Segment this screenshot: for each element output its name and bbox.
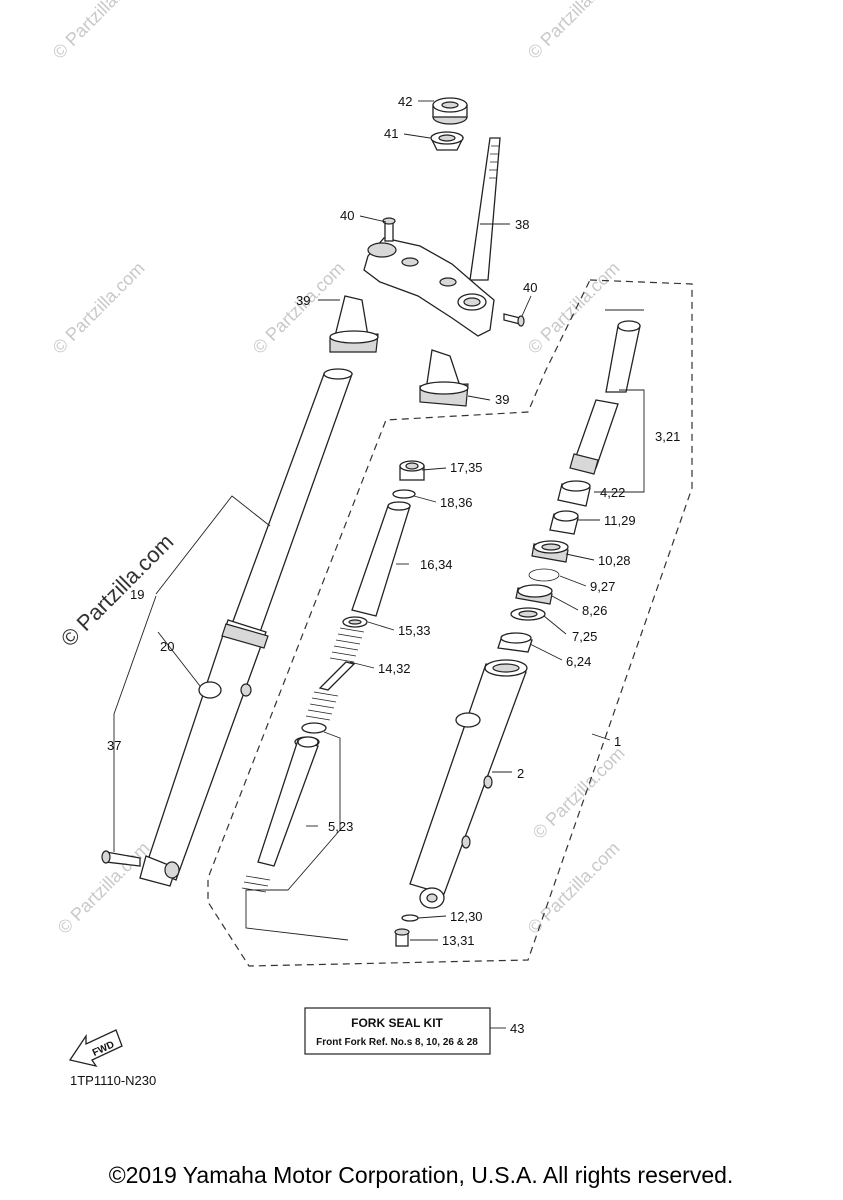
part-40-bolt-side bbox=[503, 313, 525, 327]
part-37-bolt bbox=[101, 850, 141, 867]
kit-frame bbox=[304, 1007, 491, 1055]
watermark-main: © Partzilla.com bbox=[56, 529, 179, 652]
callout-labels: 42 41 40 38 40 39 39 17,35 18,36 3,21 4,… bbox=[107, 94, 680, 1036]
watermark-top-right: © Partzilla.com bbox=[524, 0, 624, 63]
callout-38: 38 bbox=[515, 217, 529, 232]
part-3-21-inner-tube bbox=[569, 320, 641, 475]
callout-6-24: 6,24 bbox=[566, 654, 591, 669]
fork-seal-kit-box: FORK SEAL KIT Front Fork Ref. No.s 8, 10… bbox=[304, 1007, 491, 1055]
callout-13-31: 13,31 bbox=[442, 933, 475, 948]
part-2-outer-tube bbox=[409, 659, 528, 909]
callout-40-side: 40 bbox=[523, 280, 537, 295]
callout-20: 20 bbox=[160, 639, 174, 654]
part-38-steering-stem bbox=[469, 137, 501, 281]
callout-1: 1 bbox=[614, 734, 621, 749]
part-10-28-oil-seal bbox=[531, 540, 569, 563]
kit-title: FORK SEAL KIT bbox=[351, 1016, 443, 1030]
watermark-top-left: © Partzilla.com bbox=[49, 0, 149, 63]
watermark-mid-right: © Partzilla.com bbox=[524, 258, 624, 358]
callout-16-34: 16,34 bbox=[420, 557, 453, 572]
watermark-low-center: © Partzilla.com bbox=[529, 743, 629, 843]
kit-subtitle: Front Fork Ref. No.s 8, 10, 26 & 28 bbox=[316, 1037, 478, 1048]
part-lower-bracket bbox=[363, 237, 495, 337]
watermark-low-right: © Partzilla.com bbox=[524, 838, 624, 938]
callout-15-33: 15,33 bbox=[398, 623, 431, 638]
callout-18-36: 18,36 bbox=[440, 495, 473, 510]
callout-14-32: 14,32 bbox=[378, 661, 411, 676]
callout-12-30: 12,30 bbox=[450, 909, 483, 924]
part-6-24-bushing bbox=[497, 632, 533, 653]
part-8-26-dust-seal bbox=[515, 584, 553, 605]
callout-43: 43 bbox=[510, 1021, 524, 1036]
diagram-code: 1TP1110-N230 bbox=[70, 1073, 156, 1088]
callout-11-29: 11,29 bbox=[604, 513, 636, 528]
callout-3-21: 3,21 bbox=[655, 429, 680, 444]
callout-2: 2 bbox=[517, 766, 524, 781]
part-4-22-bushing bbox=[557, 480, 591, 507]
callout-7-25: 7,25 bbox=[572, 629, 597, 644]
callout-41: 41 bbox=[384, 126, 398, 141]
callout-8-26: 8,26 bbox=[582, 603, 607, 618]
leader-lines bbox=[113, 100, 645, 1029]
callout-9-27: 9,27 bbox=[590, 579, 615, 594]
callout-10-28: 10,28 bbox=[598, 553, 631, 568]
part-42-bearing bbox=[432, 97, 468, 125]
part-12-30-washer bbox=[401, 914, 419, 922]
part-7-25-washer bbox=[510, 607, 546, 621]
part-41-bearing-race bbox=[429, 131, 465, 151]
callout-37: 37 bbox=[107, 738, 121, 753]
part-39-cover-right bbox=[419, 349, 469, 407]
part-9-27-clip bbox=[528, 568, 560, 582]
callout-39-left: 39 bbox=[296, 293, 310, 308]
part-17-35-cap-bolt bbox=[399, 460, 425, 481]
watermark-mid-left: © Partzilla.com bbox=[49, 258, 149, 358]
part-18-36-o-ring bbox=[392, 489, 416, 499]
copyright-footer: ©2019 Yamaha Motor Corporation, U.S.A. A… bbox=[109, 1162, 734, 1188]
part-16-34-spacer bbox=[351, 501, 411, 617]
part-5-23-damper-rod bbox=[241, 736, 319, 893]
part-11-29-bushing bbox=[549, 510, 579, 535]
callout-39-right: 39 bbox=[495, 392, 509, 407]
part-40-bolt-top bbox=[382, 217, 396, 242]
fwd-arrow-icon: FWD bbox=[68, 1029, 123, 1068]
callout-40-top: 40 bbox=[340, 208, 354, 223]
callout-4-22: 4,22 bbox=[600, 485, 625, 500]
callout-42: 42 bbox=[398, 94, 412, 109]
part-13-31-bolt bbox=[394, 928, 410, 947]
part-14-32-spring bbox=[305, 627, 365, 721]
callout-19: 19 bbox=[130, 587, 144, 602]
callout-17-35: 17,35 bbox=[450, 460, 483, 475]
left-fork-assembly bbox=[139, 368, 353, 887]
part-15-33-washer bbox=[342, 616, 368, 628]
part-39-cover-left bbox=[329, 295, 379, 353]
watermark-layer: © Partzilla.com © Partzilla.com © Partzi… bbox=[49, 0, 629, 938]
callout-5-23: 5,23 bbox=[328, 819, 353, 834]
